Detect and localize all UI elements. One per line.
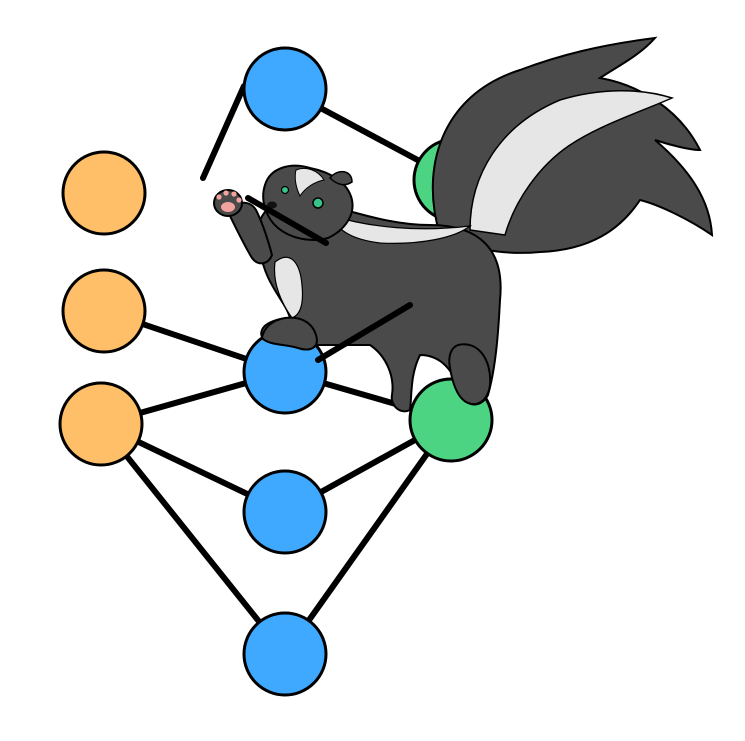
skunk-chest-stripe bbox=[273, 256, 304, 319]
skunk-ear bbox=[328, 170, 353, 186]
skunk-back-stripe bbox=[328, 214, 473, 244]
skunk-tail-stripe bbox=[469, 89, 675, 236]
network-edge bbox=[200, 83, 247, 181]
skunk-toe-pad bbox=[216, 194, 222, 200]
skunk-toe-pad bbox=[223, 190, 229, 196]
skunk-arm bbox=[226, 201, 274, 265]
stick-line bbox=[315, 302, 413, 363]
network-edge bbox=[282, 417, 454, 657]
node-layer bbox=[58, 46, 498, 697]
skunk-eye bbox=[312, 197, 324, 209]
hidden-node bbox=[242, 611, 328, 697]
skunk-head-stripe bbox=[294, 167, 325, 198]
hidden-node bbox=[242, 469, 328, 555]
skunk-paw-pad bbox=[221, 202, 235, 212]
skunk-front-leg bbox=[260, 316, 318, 351]
skunk-mascot-icon bbox=[213, 36, 714, 413]
network-edge bbox=[98, 421, 288, 657]
skunk-eye bbox=[280, 185, 290, 195]
input-node bbox=[61, 268, 147, 354]
skunk-hind-leg bbox=[448, 343, 492, 405]
skunk-toe-pad bbox=[231, 191, 237, 197]
skunk-toe-pad bbox=[236, 197, 242, 203]
stick-line bbox=[245, 195, 329, 246]
skunk-nose bbox=[267, 201, 277, 209]
hidden-node bbox=[242, 46, 328, 132]
input-node bbox=[61, 150, 147, 236]
input-node bbox=[58, 381, 144, 467]
